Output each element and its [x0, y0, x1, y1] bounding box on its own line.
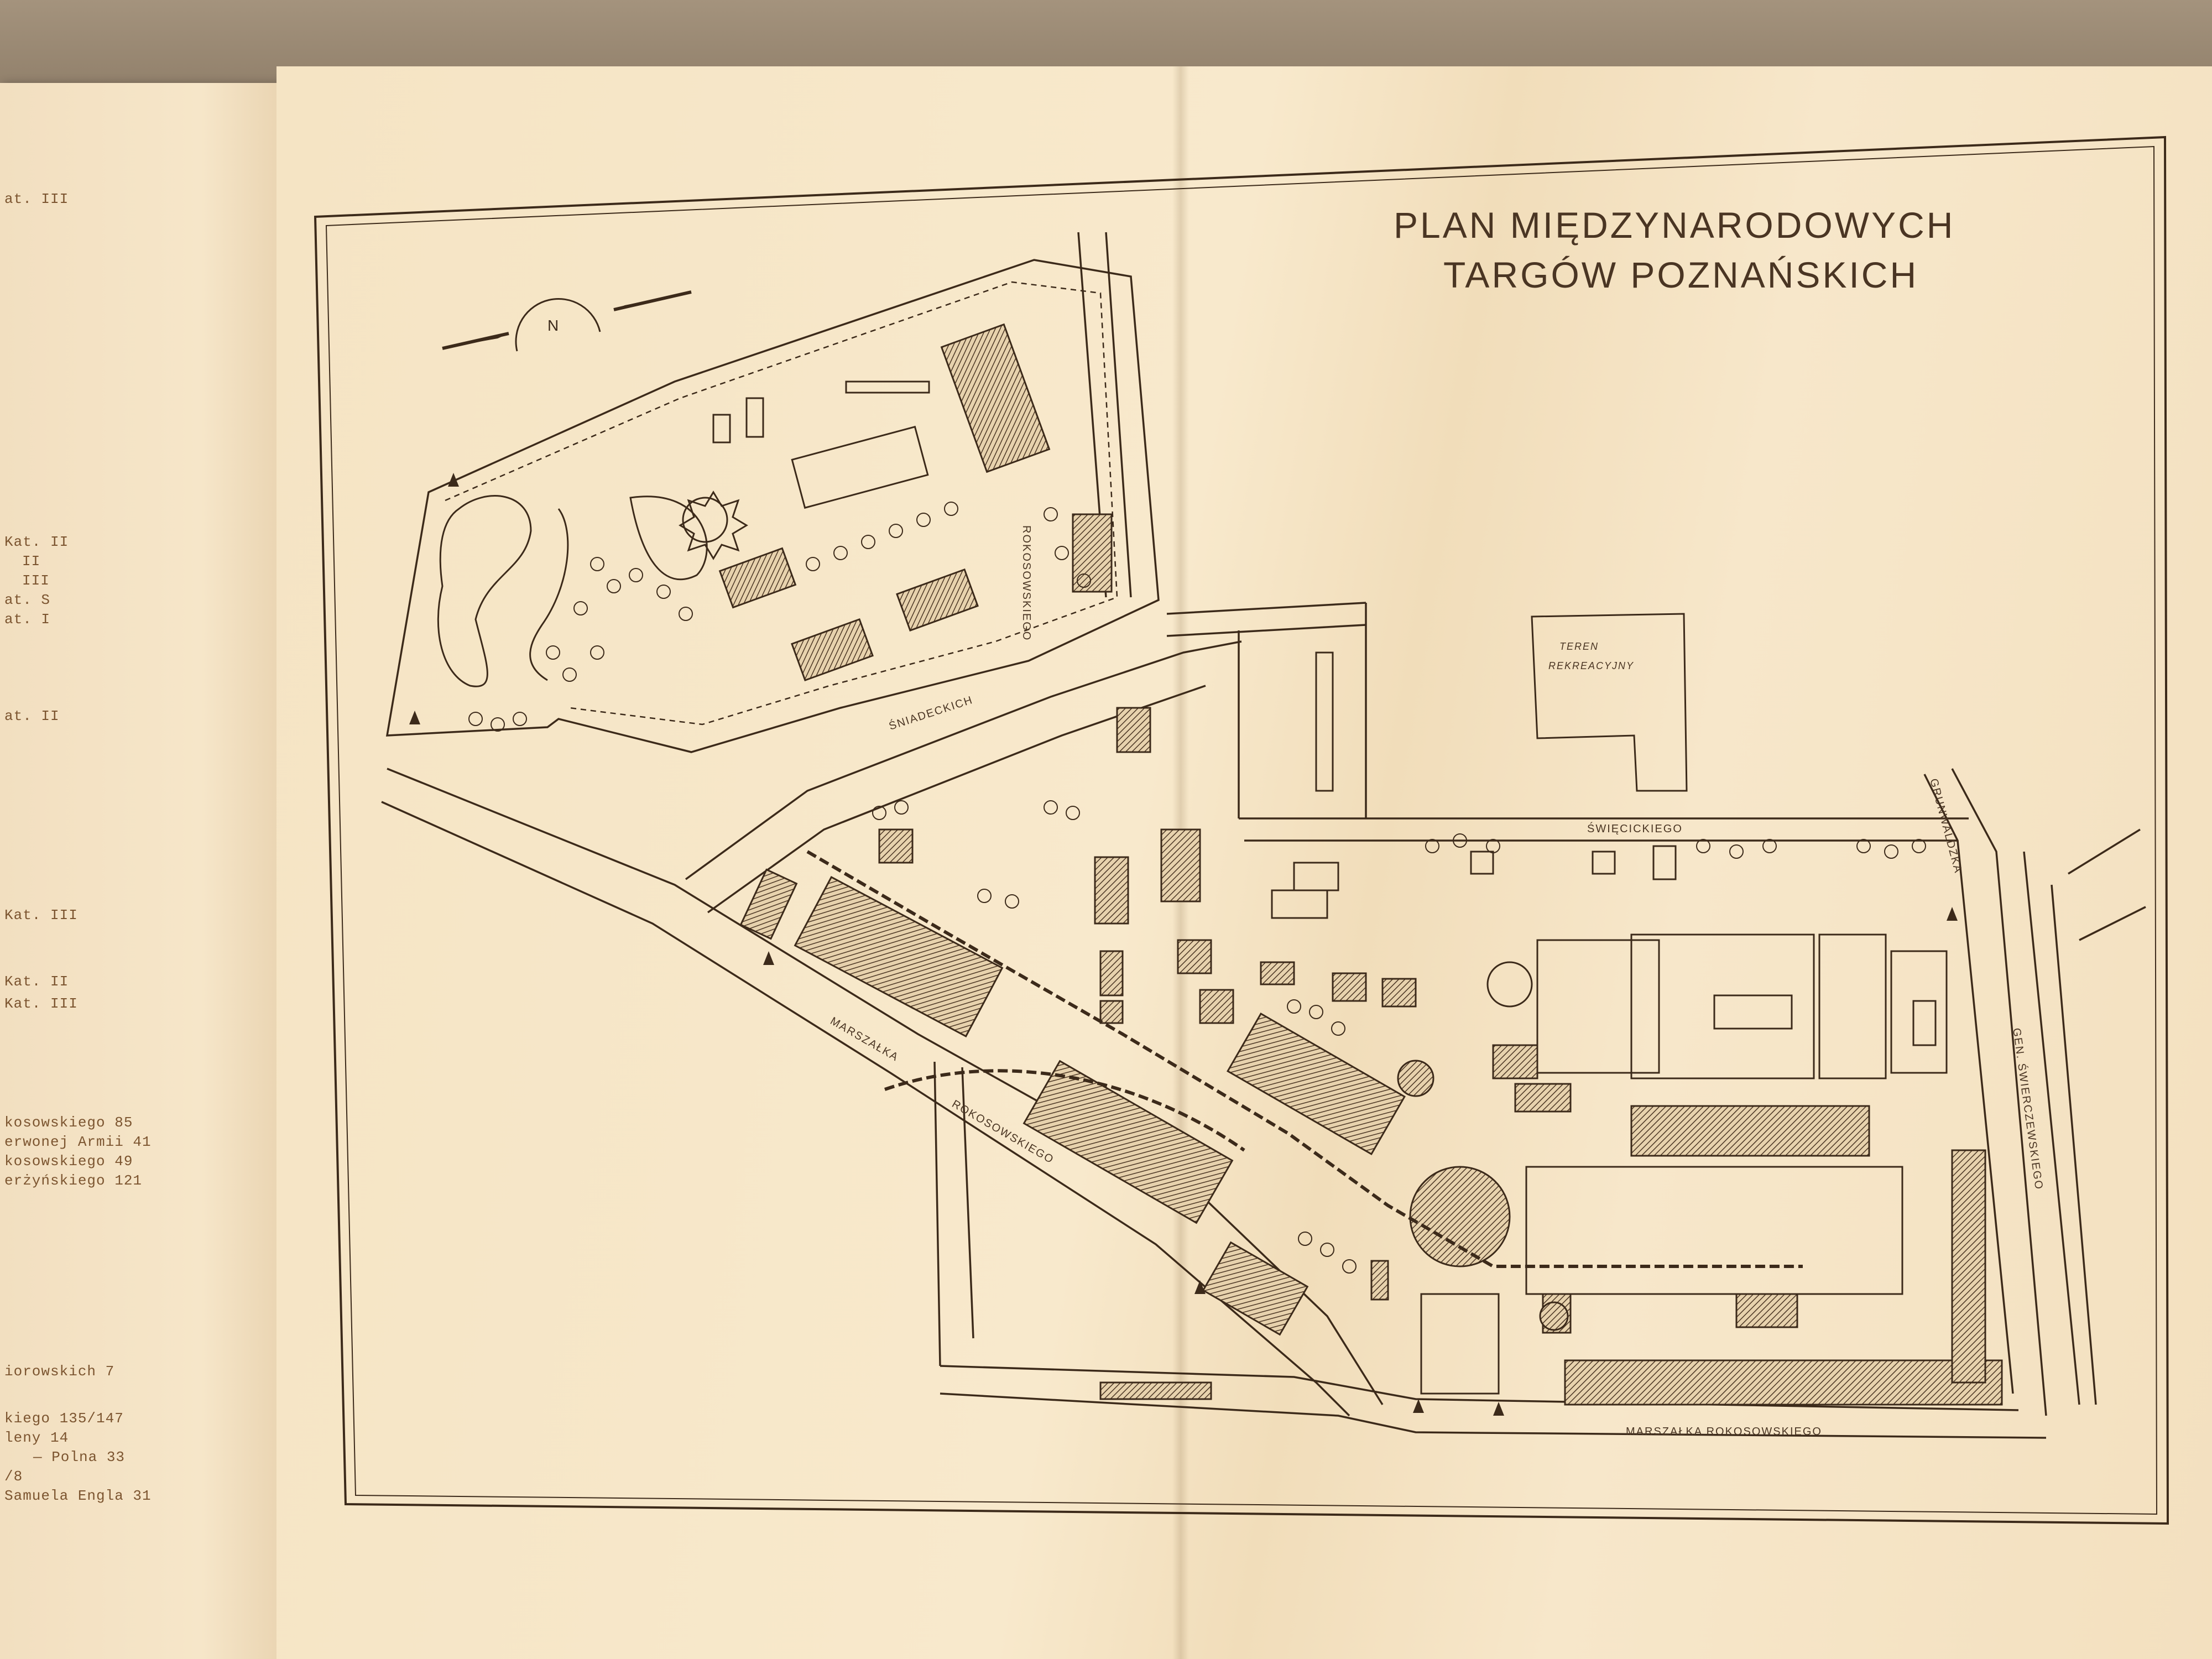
star-pavilion: [679, 491, 748, 560]
building: [1094, 856, 1129, 925]
legend-entry: III: [22, 572, 50, 589]
building: [739, 868, 798, 940]
legend-entry: — Polna 33: [33, 1449, 126, 1465]
legend-entry: Kat. III: [4, 907, 78, 924]
building: [1260, 961, 1295, 985]
building: [1227, 1012, 1406, 1156]
map-frame-inner: [325, 145, 2158, 1515]
legend-entry: at. III: [4, 191, 69, 207]
legend-entry: Kat. II: [4, 534, 69, 550]
legend-entry: kosowskiego 49: [4, 1153, 133, 1170]
street-marszalka-diagonal-2: [381, 801, 1350, 1417]
street-rokossowskiego-left: [933, 1061, 974, 1366]
building: [1492, 1044, 1538, 1079]
legend-entry: Kat. III: [4, 995, 78, 1012]
building: [878, 828, 914, 864]
entrance-arrows: [409, 473, 1958, 1416]
building: [1381, 978, 1417, 1008]
legend-entry: /8: [4, 1468, 23, 1485]
zone-label-line2: REKREACYJNY: [1548, 660, 1634, 671]
map-title-line1: PLAN MIĘDZYNARODOWYCH: [1394, 205, 1955, 246]
street-label-upper: ROKOSOWSKIEGO: [1020, 525, 1032, 641]
building: [1735, 1293, 1798, 1328]
zone-label-line1: TEREN: [1559, 641, 1599, 652]
round-pavilion: [1409, 1166, 1511, 1267]
legend-list: at. III Kat. II II III at. S at. I at. I…: [0, 166, 288, 1576]
building: [1564, 1359, 2003, 1406]
legend-entry: kosowskiego 85: [4, 1114, 133, 1131]
railway-platform: [1099, 1381, 1212, 1400]
building: [1332, 972, 1367, 1002]
north-label: N: [547, 317, 559, 334]
site-boundary-northwest: [385, 259, 1160, 753]
legend-entry: II: [22, 553, 41, 570]
street-label-swierczewskiego: GEN. ŚWIERCZEWSKIEGO: [2010, 1027, 2046, 1191]
street-sniadeckich: [685, 640, 1242, 880]
buildings: [718, 323, 2003, 1406]
building: [1630, 1105, 1870, 1157]
left-page: [0, 83, 288, 1659]
street-swiecickiego: [1239, 817, 1969, 842]
north-arrow: N: [442, 290, 692, 352]
building: [1951, 1149, 1986, 1384]
building: [1072, 513, 1113, 593]
building: [718, 547, 797, 609]
park-area: [437, 495, 728, 687]
site-dashed-path: [445, 281, 1118, 726]
street-label-swiecickiego: ŚWIĘCICKIEGO: [1587, 822, 1683, 835]
legend-entry: kiego 135/147: [4, 1410, 124, 1427]
recreation-zone: TEREN REKREACYJNY: [1531, 613, 1688, 792]
building: [940, 323, 1051, 473]
building: [794, 876, 1004, 1037]
small-round-building: [1539, 1301, 1569, 1331]
legend-entry: at. S: [4, 592, 51, 608]
street-northeast-stub: [2068, 828, 2146, 941]
building: [1199, 989, 1234, 1024]
building: [1160, 828, 1201, 902]
trees: [468, 502, 1926, 1274]
building: [1177, 939, 1212, 974]
map-frame: [314, 135, 2169, 1525]
railway-line: [806, 850, 1803, 1268]
street-label-sniadeckich: ŚNIADECKICH: [887, 693, 974, 733]
street-grunwaldzka: [1923, 768, 2047, 1416]
legend-entry: iorowskich 7: [4, 1363, 115, 1380]
building: [1099, 950, 1124, 997]
legend-entry: at. II: [4, 708, 60, 724]
outlined-buildings: [712, 380, 1948, 1395]
building: [1514, 1083, 1572, 1113]
building: [896, 568, 979, 632]
street-east-edge: [2023, 851, 2097, 1405]
small-round-building: [1397, 1060, 1434, 1097]
legend-entry: Kat. II: [4, 973, 69, 990]
building: [1022, 1060, 1234, 1224]
building: [1099, 1000, 1124, 1024]
building: [791, 618, 874, 682]
legend-entry: leny 14: [4, 1430, 69, 1446]
railway-curve: [884, 1069, 1245, 1152]
building: [1202, 1241, 1309, 1336]
street-marszalka-diagonal: [387, 768, 1384, 1405]
street-upper: [1166, 602, 1366, 637]
street-label-grunwaldzka: GRUNWALDZKA: [1927, 778, 1964, 875]
legend-entry: at. I: [4, 611, 51, 628]
building: [1370, 1260, 1389, 1301]
building: [1116, 707, 1151, 753]
street-vertical-middle: [1238, 603, 1367, 818]
map-title-line2: TARGÓW POZNAŃSKICH: [1443, 254, 1918, 295]
legend-entry: Samuela Engla 31: [4, 1488, 152, 1504]
legend-entry: erwonej Armii 41: [4, 1134, 152, 1150]
street-label-rokossowskiego-bottom: MARSZAŁKA ROKOSOWSKIEGO: [1626, 1426, 1822, 1438]
legend-entry: erżyńskiego 121: [4, 1172, 143, 1189]
